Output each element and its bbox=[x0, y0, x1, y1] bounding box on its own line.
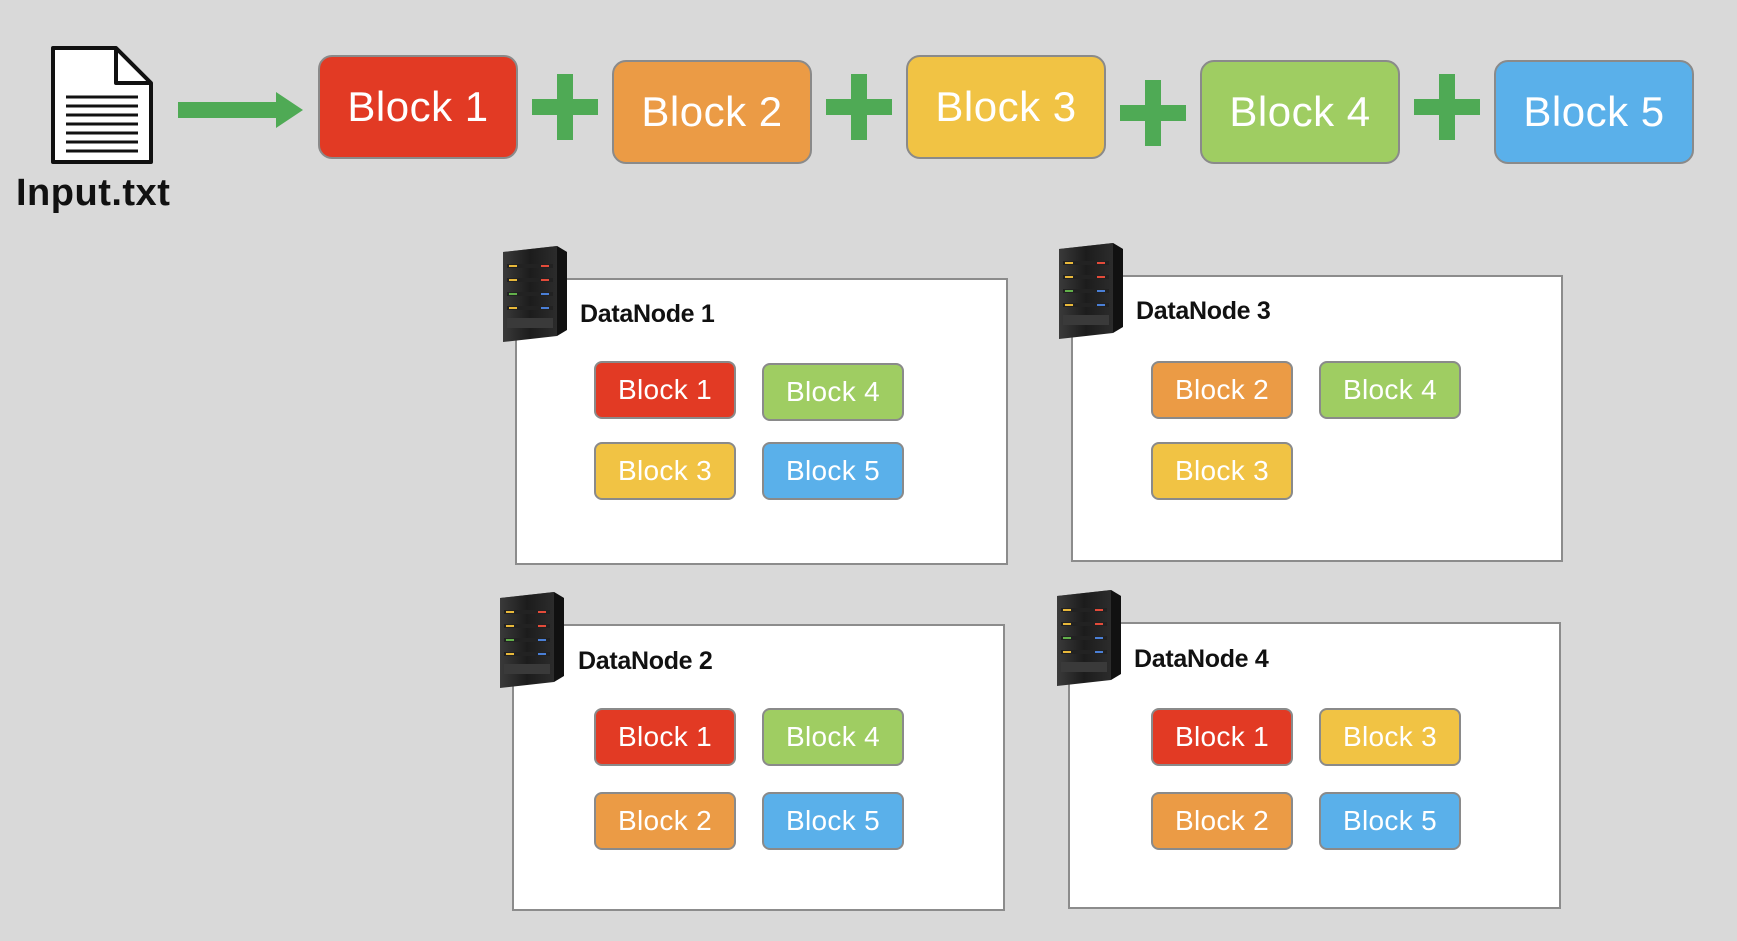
block-chip: Block 5 bbox=[762, 792, 904, 850]
block-chip-label: Block 4 bbox=[786, 721, 880, 752]
arrow-right-icon bbox=[178, 92, 303, 128]
block-chip-label: Block 2 bbox=[1175, 374, 1269, 405]
block-chip-label: Block 3 bbox=[1343, 721, 1437, 752]
block-chip: Block 3 bbox=[594, 442, 736, 500]
server-icon bbox=[500, 592, 564, 688]
datanode-4-box bbox=[1068, 622, 1561, 909]
split-block-2: Block 2 bbox=[612, 60, 812, 164]
datanode-2-box bbox=[512, 624, 1005, 911]
block-chip: Block 4 bbox=[762, 363, 904, 421]
block-chip-label: Block 1 bbox=[618, 721, 712, 752]
block-chip-label: Block 2 bbox=[1175, 805, 1269, 836]
block-chip: Block 2 bbox=[1151, 361, 1293, 419]
datanode-title: DataNode 1 bbox=[580, 300, 715, 328]
block-chip: Block 4 bbox=[1319, 361, 1461, 419]
split-block-label: Block 2 bbox=[641, 88, 783, 135]
block-chip-label: Block 1 bbox=[1175, 721, 1269, 752]
block-chip-label: Block 3 bbox=[618, 455, 712, 486]
document-icon bbox=[51, 46, 153, 164]
block-chip-label: Block 3 bbox=[1175, 455, 1269, 486]
block-chip: Block 3 bbox=[1151, 442, 1293, 500]
block-chip: Block 1 bbox=[594, 708, 736, 766]
split-block-label: Block 5 bbox=[1523, 88, 1665, 135]
block-chip: Block 5 bbox=[1319, 792, 1461, 850]
server-icon bbox=[1057, 590, 1121, 686]
block-chip-label: Block 5 bbox=[1343, 805, 1437, 836]
plus-icon bbox=[1414, 74, 1480, 140]
block-chip: Block 2 bbox=[594, 792, 736, 850]
input-file-label: Input.txt bbox=[16, 172, 171, 214]
block-chip: Block 1 bbox=[1151, 708, 1293, 766]
plus-icon bbox=[532, 74, 598, 140]
block-chip: Block 4 bbox=[762, 708, 904, 766]
datanode-1-box bbox=[515, 278, 1008, 565]
datanode-title: DataNode 2 bbox=[578, 647, 713, 675]
server-icon bbox=[503, 246, 567, 342]
block-chip-label: Block 2 bbox=[618, 805, 712, 836]
block-chip: Block 3 bbox=[1319, 708, 1461, 766]
datanode-title: DataNode 3 bbox=[1136, 297, 1271, 325]
split-block-3: Block 3 bbox=[906, 55, 1106, 159]
server-icon bbox=[1059, 243, 1123, 339]
block-chip-label: Block 4 bbox=[786, 376, 880, 407]
datanode-3-box bbox=[1071, 275, 1563, 562]
block-chip-label: Block 5 bbox=[786, 455, 880, 486]
block-chip: Block 5 bbox=[762, 442, 904, 500]
block-chip-label: Block 5 bbox=[786, 805, 880, 836]
block-chip: Block 1 bbox=[594, 361, 736, 419]
split-block-label: Block 4 bbox=[1229, 88, 1371, 135]
plus-icon bbox=[826, 74, 892, 140]
split-block-1: Block 1 bbox=[318, 55, 518, 159]
plus-icon bbox=[1120, 80, 1186, 146]
block-chip: Block 2 bbox=[1151, 792, 1293, 850]
split-block-5: Block 5 bbox=[1494, 60, 1694, 164]
datanode-title: DataNode 4 bbox=[1134, 645, 1269, 673]
block-chip-label: Block 1 bbox=[618, 374, 712, 405]
block-chip-label: Block 4 bbox=[1343, 374, 1437, 405]
split-block-4: Block 4 bbox=[1200, 60, 1400, 164]
split-block-label: Block 1 bbox=[347, 83, 489, 130]
split-block-label: Block 3 bbox=[935, 83, 1077, 130]
